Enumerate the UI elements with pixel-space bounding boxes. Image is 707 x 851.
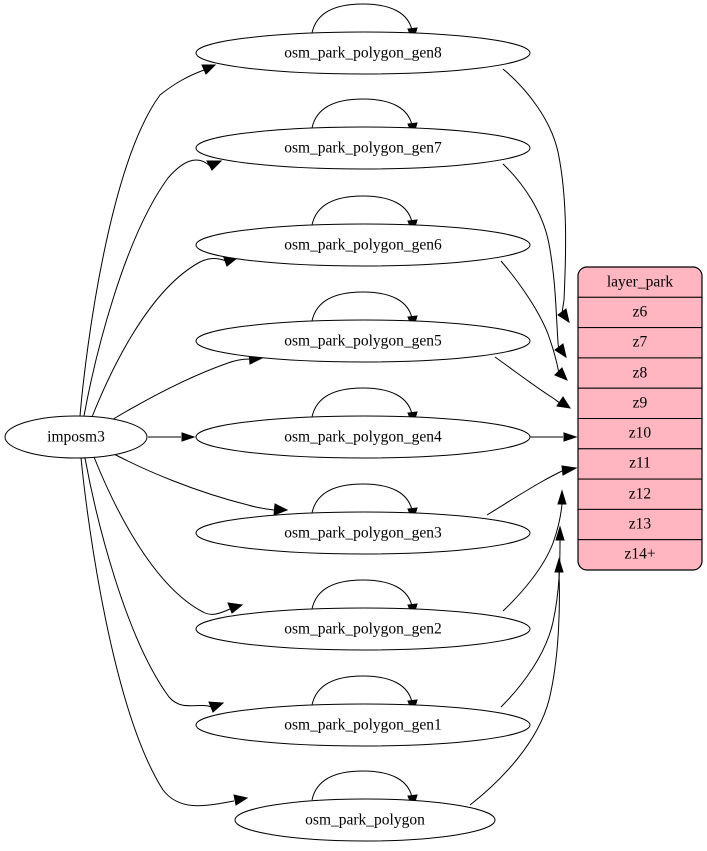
table-cell-label-z6: z6 <box>633 304 648 321</box>
edge-imposm3-to-gen7 <box>83 159 223 417</box>
node-imposm3-shape[interactable] <box>4 415 148 459</box>
table-border <box>577 266 703 571</box>
node-gen2-label: osm_park_polygon_gen2 <box>284 621 442 638</box>
edge-imposm3-to-gen1 <box>84 457 225 713</box>
node-gen1-label: osm_park_polygon_gen1 <box>284 717 442 734</box>
edge-gen5-to-z9 <box>494 356 572 409</box>
node-gen1[interactable]: osm_park_polygon_gen1 <box>195 703 531 747</box>
node-gen4-shape[interactable] <box>195 415 531 459</box>
self-loop-edges <box>311 3 418 810</box>
node-gen5-label: osm_park_polygon_gen5 <box>284 333 442 350</box>
table-cell-label-z10: z10 <box>629 425 652 442</box>
table-cell-label-z12: z12 <box>629 486 651 503</box>
edge-imposm3-to-gen8 <box>79 64 217 417</box>
node-base-polygon-label: osm_park_polygon <box>305 812 425 829</box>
node-gen6[interactable]: osm_park_polygon_gen6 <box>195 223 531 267</box>
edge-gen3-to-z11 <box>486 465 578 516</box>
table-cell-label-z11: z11 <box>629 455 651 472</box>
node-gen3-label: osm_park_polygon_gen3 <box>284 525 442 542</box>
node-gen4[interactable]: osm_park_polygon_gen4 <box>195 415 531 459</box>
edge-imposm3-to-gen4 <box>148 432 196 442</box>
layer-park-table[interactable]: layer_park z6 z7 z8 z9 z10 z11 z12 z13 z… <box>577 266 703 571</box>
node-gen3-shape[interactable] <box>195 511 531 555</box>
node-imposm3-label: imposm3 <box>47 429 105 446</box>
node-gen5[interactable]: osm_park_polygon_gen5 <box>195 319 531 363</box>
edge-gen2-to-z12 <box>502 489 567 612</box>
node-imposm3[interactable]: imposm3 <box>4 415 148 459</box>
edge-imposm3-to-gen3 <box>111 452 289 516</box>
node-gen6-shape[interactable] <box>195 223 531 267</box>
node-gen8-label: osm_park_polygon_gen8 <box>284 45 442 62</box>
node-gen3[interactable]: osm_park_polygon_gen3 <box>195 511 531 555</box>
table-row-z9[interactable] <box>578 387 702 420</box>
node-gen4-label: osm_park_polygon_gen4 <box>284 429 442 446</box>
node-gen7[interactable]: osm_park_polygon_gen7 <box>195 126 531 170</box>
edge-imposm3-to-gen2 <box>93 456 244 615</box>
edge-imposm3-to-base <box>80 457 249 807</box>
edge-gen1-to-z13 <box>500 525 565 708</box>
edge-gen8-to-z6 <box>502 68 570 324</box>
table-row-z10[interactable] <box>578 418 702 450</box>
table-header-label: layer_park <box>607 274 674 291</box>
node-gen2[interactable]: osm_park_polygon_gen2 <box>195 607 531 651</box>
node-gen7-shape[interactable] <box>195 126 531 170</box>
edge-imposm3-to-gen5 <box>109 352 264 422</box>
table-row-z14plus[interactable] <box>578 539 702 570</box>
table-cell-label-z7: z7 <box>633 334 648 351</box>
node-gen1-shape[interactable] <box>195 703 531 747</box>
node-gen7-label: osm_park_polygon_gen7 <box>284 140 442 157</box>
edge-gen6-to-z8 <box>500 260 568 381</box>
edge-gen4-to-z10 <box>530 432 578 442</box>
node-base-polygon[interactable]: osm_park_polygon <box>234 798 496 842</box>
edge-gen7-to-z7 <box>502 163 567 359</box>
node-gen8-shape[interactable] <box>195 31 531 75</box>
node-gen8[interactable]: osm_park_polygon_gen8 <box>195 31 531 75</box>
table-cell-label-z9: z9 <box>633 395 648 412</box>
table-cell-label-z13: z13 <box>629 516 652 533</box>
table-row-z12[interactable] <box>578 478 702 510</box>
node-gen5-shape[interactable] <box>195 319 531 363</box>
node-gen2-shape[interactable] <box>195 607 531 651</box>
node-gen6-label: osm_park_polygon_gen6 <box>284 237 442 254</box>
edges-nodes-to-table <box>469 68 578 806</box>
edge-base-to-z14plus <box>469 557 564 806</box>
node-base-polygon-shape[interactable] <box>234 798 496 842</box>
table-cell-label-z14plus: z14+ <box>624 546 655 563</box>
table-cell-label-z8: z8 <box>633 365 648 382</box>
